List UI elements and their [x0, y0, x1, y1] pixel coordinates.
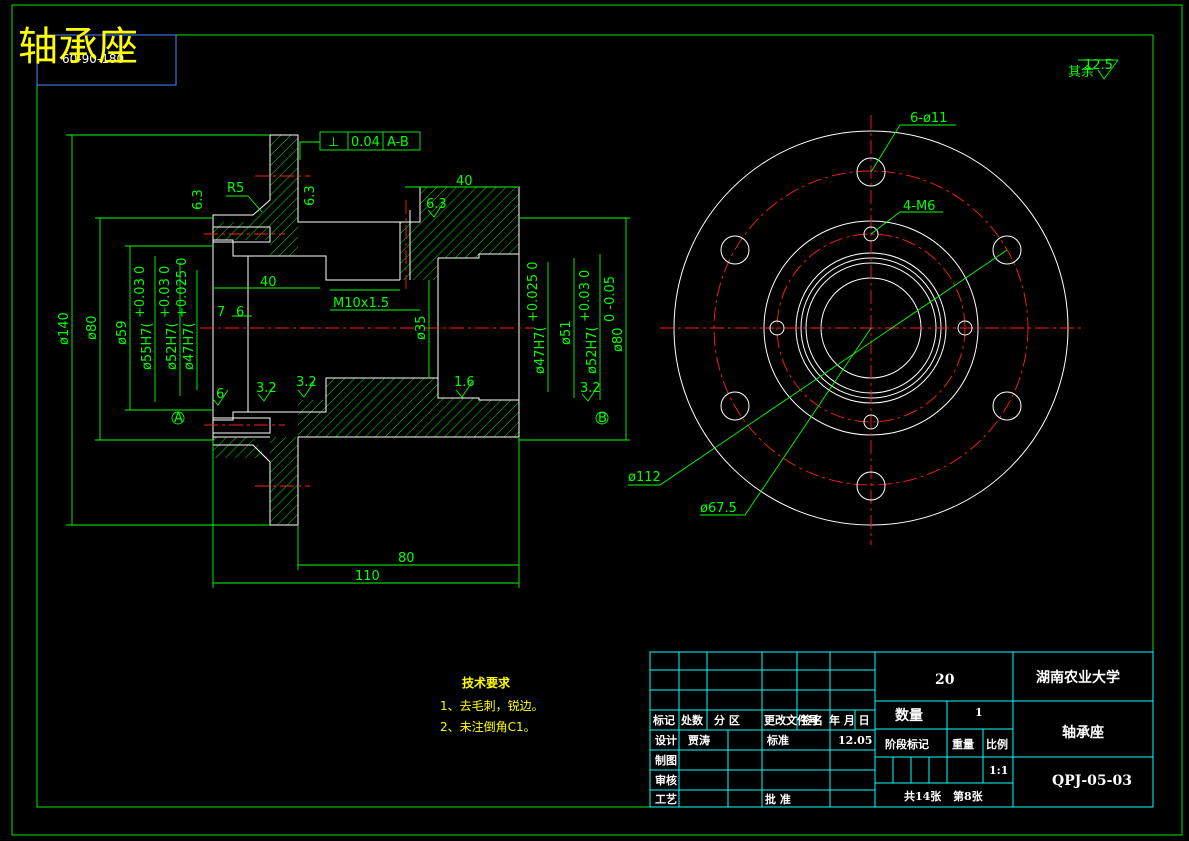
tb-header-mark: 标记: [652, 713, 675, 727]
tb-design-label: 设计: [655, 733, 677, 747]
tolerance-frame: ⊥ 0.04 A-B: [319, 131, 421, 151]
tb-drawing-no: QPJ-05-03: [1052, 773, 1132, 789]
svg-text:3.2: 3.2: [256, 381, 277, 396]
hatch-flange-top: [213, 135, 519, 280]
dim-phi80-right-tol: 0 -0.05: [603, 276, 618, 322]
dim-holes4: 4-M6: [903, 199, 935, 214]
tb-process-label: 工艺: [655, 792, 677, 806]
tb-weight-label: 重量: [952, 737, 974, 751]
tech-note-2: 2、未注倒角C1。: [440, 719, 536, 734]
svg-text:0.04: 0.04: [351, 135, 380, 150]
svg-text:6.3: 6.3: [426, 197, 447, 212]
dim-phi52-right: ø52H7(: [585, 326, 600, 374]
dim-phi112: ø112: [628, 470, 661, 485]
dim-7: 7: [217, 305, 225, 320]
front-view: [628, 115, 1085, 545]
dim-40-inner: 40: [260, 275, 277, 290]
tb-qty-value: 1: [975, 706, 983, 719]
tb-header-sign: 签名: [800, 713, 823, 727]
title-box-text: 60-90-180: [62, 52, 124, 66]
dim-phi51: ø51: [559, 321, 574, 346]
dim-phi140: ø140: [57, 312, 72, 345]
svg-text:6: 6: [216, 387, 224, 402]
dim-40-top: 40: [456, 174, 473, 189]
tb-scale-label: 比例: [986, 737, 1008, 751]
dim-6: 6: [236, 305, 244, 320]
tb-date: 12.05: [838, 734, 872, 747]
svg-text:B: B: [598, 411, 607, 426]
datum-b: B: [595, 411, 609, 426]
tb-draw-label: 制图: [655, 753, 677, 767]
tb-header-count: 处数: [680, 713, 704, 727]
dim-phi52-tol: +0.03 0: [158, 266, 173, 318]
svg-text:6.3: 6.3: [303, 185, 318, 206]
dim-r5: R5: [227, 181, 244, 196]
outer-border: [11, 4, 1183, 836]
dim-phi80-left: ø80: [85, 316, 100, 341]
svg-text:A: A: [174, 411, 183, 426]
dim-80: 80: [398, 551, 415, 566]
section-dimensions: [66, 134, 630, 588]
svg-text:A-B: A-B: [387, 135, 409, 150]
dim-phi35: ø35: [414, 316, 429, 341]
roughness-note: 其余 12.5: [1068, 58, 1119, 80]
dim-phi67: ø67.5: [700, 501, 737, 516]
title-box: [36, 34, 177, 86]
inner-border: [36, 34, 1154, 808]
title-block: [649, 651, 1154, 808]
tb-quantity-top: 20: [935, 672, 955, 688]
tb-stage-label: 阶段标记: [885, 737, 929, 751]
hatch-flange-bottom: [213, 378, 519, 525]
tb-part-name: 轴承座: [1062, 724, 1104, 741]
svg-text:⊥: ⊥: [328, 135, 339, 150]
dim-phi52-right-tol: +0.03 0: [578, 270, 593, 322]
dim-holes6: 6-ø11: [910, 111, 947, 126]
datum-a: A: [171, 411, 185, 426]
tb-sheets: 共14张: [904, 789, 942, 803]
dim-phi47-right-tol: +0.025 0: [526, 261, 541, 322]
dim-phi47: ø47H7(: [182, 322, 197, 370]
tb-sheet-no: 第8张: [953, 789, 984, 803]
dim-phi80-right: ø80: [611, 328, 626, 353]
svg-text:6.3: 6.3: [191, 189, 206, 210]
dim-phi47-tol: +0.025 0: [175, 257, 190, 318]
tech-note-1: 1、去毛刺，锐边。: [440, 699, 544, 713]
tb-review-label: 审核: [655, 773, 677, 787]
tb-scale-value: 1:1: [989, 764, 1008, 777]
tech-notes-heading: 技术要求: [462, 675, 511, 690]
dim-phi52: ø52H7(: [165, 322, 180, 370]
section-view: [200, 134, 535, 526]
roughness-marks: 6.3 6.3 6.3 6 3.2 3.2 1.6 3.2: [191, 185, 601, 406]
dim-phi47-right: ø47H7(: [533, 326, 548, 374]
dim-phi55: ø55H7(: [140, 322, 155, 370]
tb-approve-label: 批 准: [765, 792, 791, 806]
tb-designer: 贾涛: [688, 733, 710, 747]
svg-text:3.2: 3.2: [580, 381, 601, 396]
title-overlay: 轴承座: [18, 24, 138, 70]
tb-header-file: 更改文件号: [764, 713, 819, 727]
dim-110: 110: [355, 569, 380, 584]
tb-school: 湖南农业大学: [1036, 669, 1120, 686]
dim-phi55-tol: +0.03 0: [133, 266, 148, 318]
tb-qty-label: 数量: [895, 707, 923, 724]
svg-text:其余: 其余: [1068, 64, 1094, 80]
tb-header-date: 年 月 日: [829, 713, 870, 727]
tb-standard-label: 标准: [766, 733, 789, 747]
svg-text:12.5: 12.5: [1084, 58, 1113, 73]
tb-header-zone: 分 区: [714, 713, 740, 727]
dim-phi59: ø59: [115, 321, 130, 346]
dim-thread: M10x1.5: [333, 296, 389, 311]
